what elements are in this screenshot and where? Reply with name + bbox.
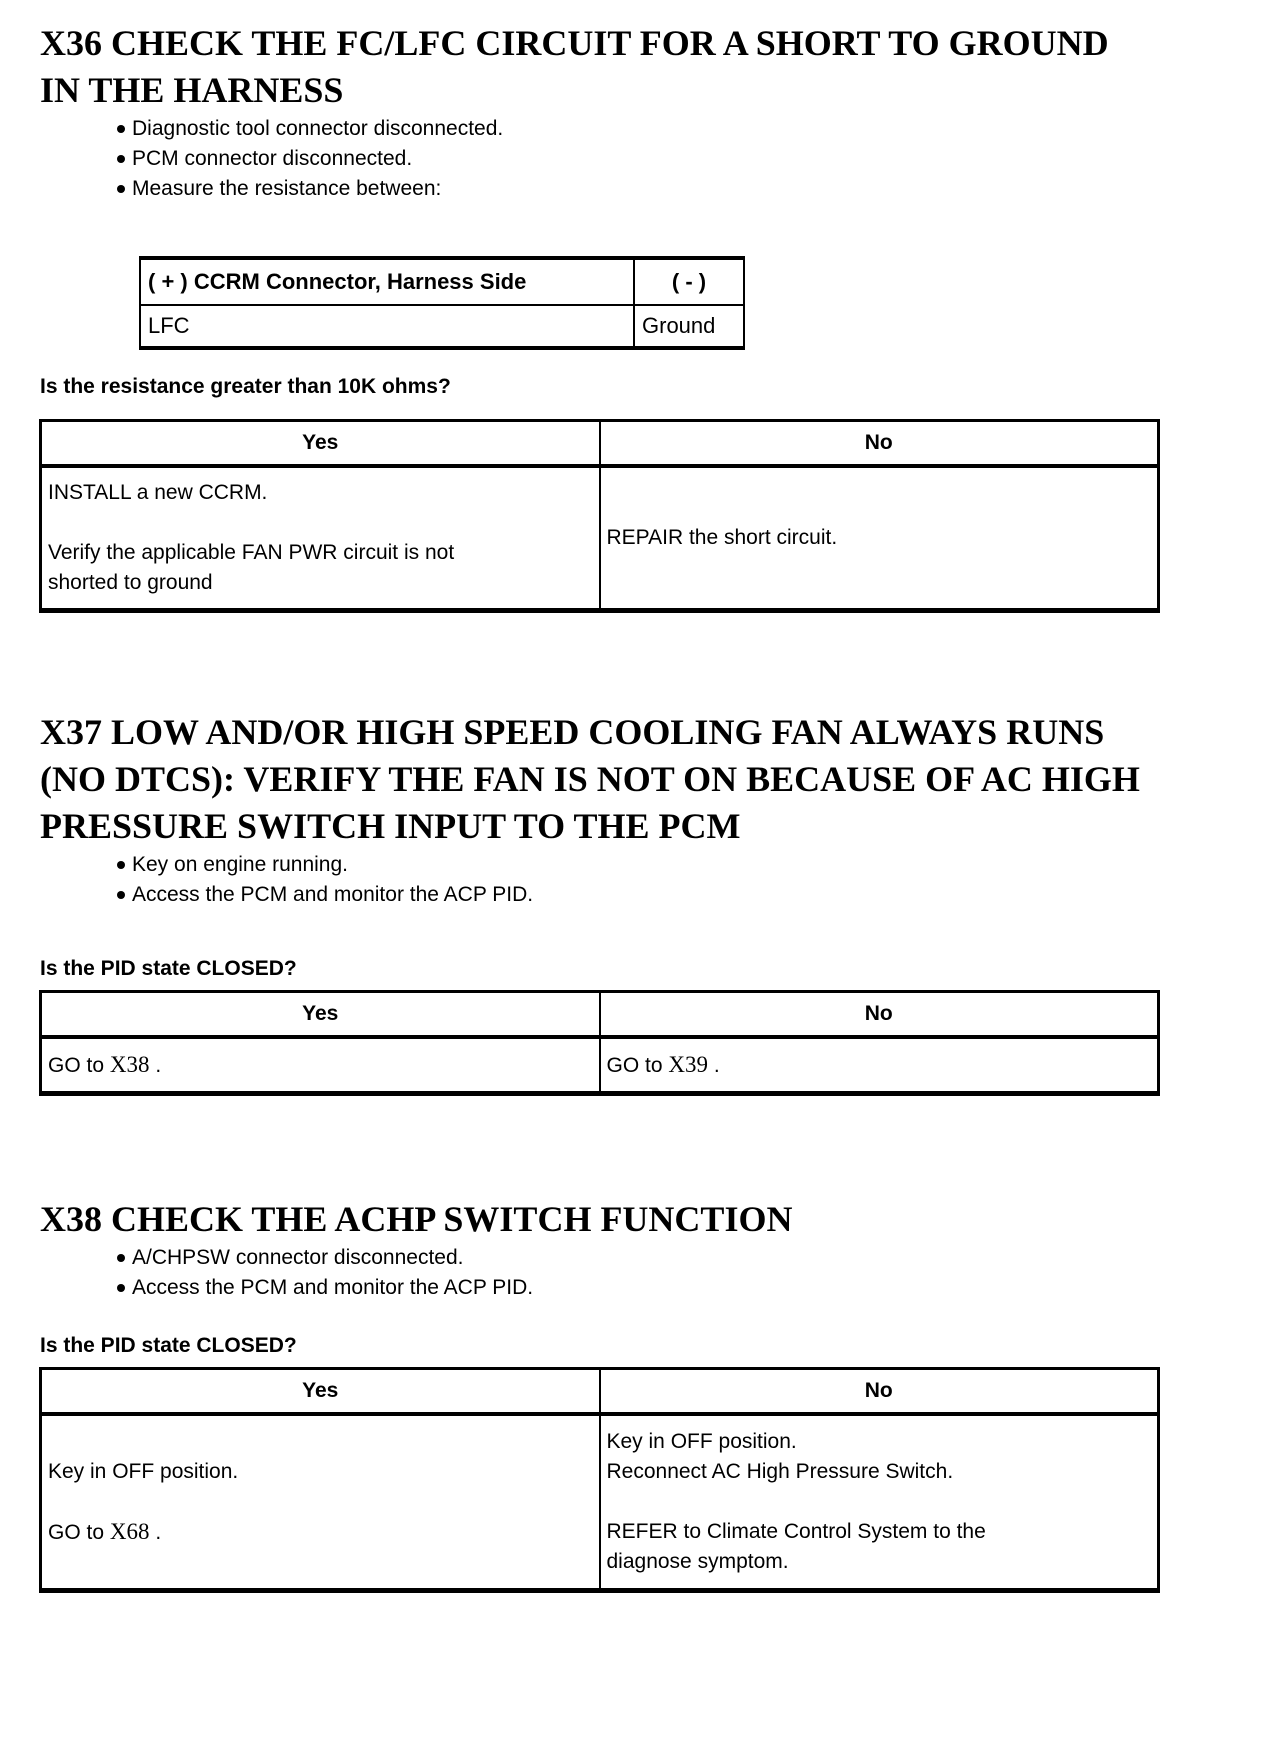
bullet-item: A/CHPSW connector disconnected. bbox=[116, 1243, 1280, 1273]
no-action-cell: REPAIR the short circuit. bbox=[598, 465, 1160, 613]
bullet-list-x36: Diagnostic tool connector disconnected. … bbox=[116, 114, 1280, 204]
no-action-cell: Key in OFF position. Reconnect AC High P… bbox=[598, 1413, 1160, 1593]
yes-action-cell: GO to X38 . bbox=[39, 1036, 601, 1096]
question-resistance: Is the resistance greater than 10K ohms? bbox=[40, 375, 451, 398]
section-heading-x36: X36 CHECK THE FC/LFC CIRCUIT FOR A SHORT… bbox=[40, 23, 1109, 110]
measurement-col2-header: ( - ) bbox=[633, 256, 745, 306]
yes-column-header: Yes bbox=[39, 419, 601, 468]
yes-action-text: INSTALL a new CCRM. Verify the applicabl… bbox=[48, 481, 455, 594]
measurement-col1-header: ( + ) CCRM Connector, Harness Side bbox=[139, 256, 635, 306]
bullet-list-x38: A/CHPSW connector disconnected. Access t… bbox=[116, 1243, 1280, 1303]
go-suffix: . bbox=[707, 1053, 720, 1077]
bullet-item: Access the PCM and monitor the ACP PID. bbox=[116, 1273, 1280, 1303]
section-heading-x37: X37 LOW AND/OR HIGH SPEED COOLING FAN AL… bbox=[40, 712, 1140, 846]
bullet-list-x37: Key on engine running. Access the PCM an… bbox=[116, 850, 1280, 910]
yes-column-header: Yes bbox=[39, 990, 601, 1039]
no-column-header: No bbox=[598, 1367, 1160, 1416]
go-to-line: GO to X38 . bbox=[48, 1050, 591, 1081]
go-to-line: GO to X68 . bbox=[48, 1517, 591, 1548]
measurement-table: ( + ) CCRM Connector, Harness Side ( - )… bbox=[139, 256, 745, 350]
spacer-line bbox=[48, 1487, 591, 1517]
go-prefix: GO to bbox=[48, 1053, 110, 1077]
no-action-text: Key in OFF position. Reconnect AC High P… bbox=[606, 1430, 986, 1573]
go-suffix: . bbox=[149, 1520, 162, 1544]
no-action-cell: GO to X39 . bbox=[598, 1036, 1160, 1096]
bullet-item: PCM connector disconnected. bbox=[116, 144, 1280, 174]
no-column-header: No bbox=[598, 419, 1160, 468]
xref-link-x39[interactable]: X39 bbox=[668, 1051, 708, 1077]
yes-column-header: Yes bbox=[39, 1367, 601, 1416]
go-to-line: GO to X39 . bbox=[607, 1050, 1150, 1081]
yes-action-cell: INSTALL a new CCRM. Verify the applicabl… bbox=[39, 465, 601, 613]
go-prefix: GO to bbox=[606, 1053, 669, 1077]
measurement-negative-pin: Ground bbox=[633, 304, 745, 350]
decision-table-x37: Yes No GO to X38 . GO to X39 . bbox=[39, 990, 1160, 1096]
xref-link-x68[interactable]: X68 bbox=[109, 1518, 150, 1544]
section-heading-x38: X38 CHECK THE ACHP SWITCH FUNCTION bbox=[40, 1199, 793, 1239]
question-pid-state-x38: Is the PID state CLOSED? bbox=[40, 1334, 297, 1357]
xref-link-x38[interactable]: X38 bbox=[109, 1051, 150, 1077]
question-pid-state-x37: Is the PID state CLOSED? bbox=[40, 957, 297, 980]
yes-action-cell: Key in OFF position. GO to X68 . bbox=[39, 1413, 601, 1593]
no-action-text: REPAIR the short circuit. bbox=[606, 526, 838, 549]
go-prefix: GO to bbox=[48, 1520, 110, 1544]
decision-table-x38: Yes No Key in OFF position. GO to X68 . … bbox=[39, 1367, 1160, 1593]
bullet-item: Measure the resistance between: bbox=[116, 174, 1280, 204]
decision-table-x36: Yes No INSTALL a new CCRM. Verify the ap… bbox=[39, 419, 1160, 613]
go-suffix: . bbox=[149, 1053, 162, 1077]
no-column-header: No bbox=[598, 990, 1160, 1039]
bullet-item: Diagnostic tool connector disconnected. bbox=[116, 114, 1280, 144]
yes-action-text: Key in OFF position. bbox=[48, 1459, 239, 1483]
bullet-item: Key on engine running. bbox=[116, 850, 1280, 880]
measurement-positive-pin: LFC bbox=[139, 304, 635, 350]
bullet-item: Access the PCM and monitor the ACP PID. bbox=[116, 880, 1280, 910]
